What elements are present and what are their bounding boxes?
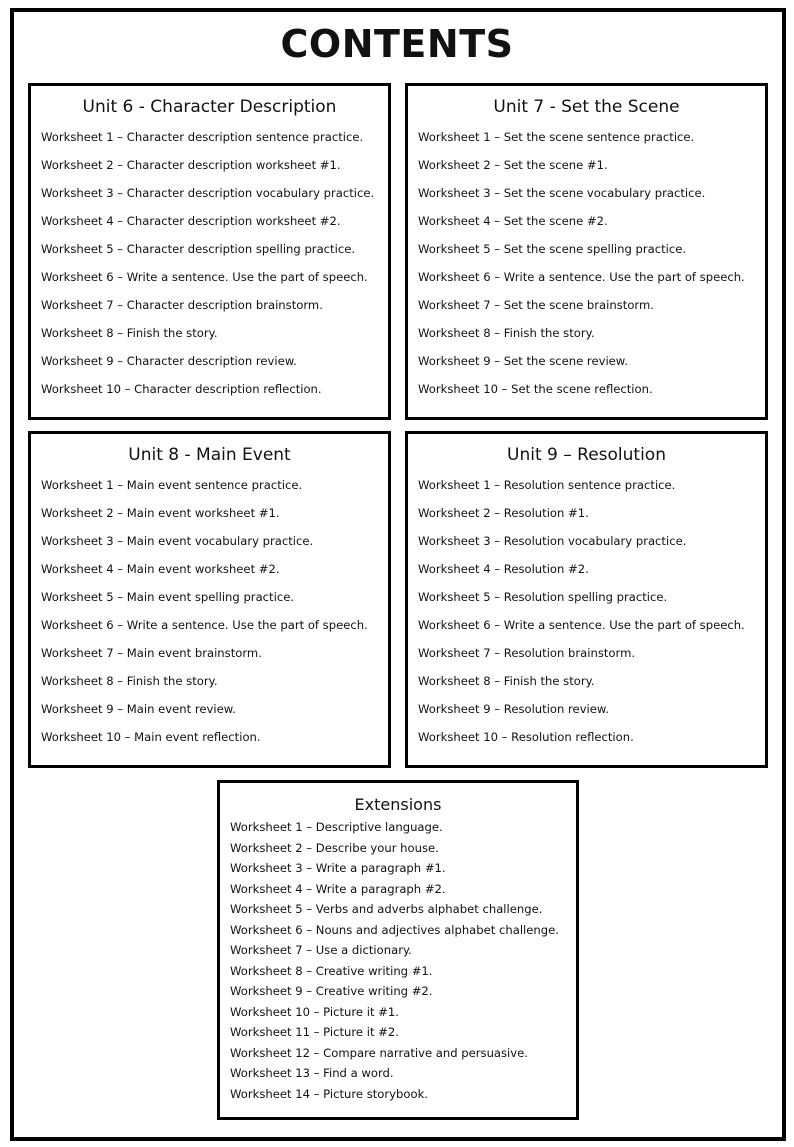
list-item: Worksheet 9 – Resolution review. — [418, 702, 610, 716]
unit-heading: Unit 6 - Character Description — [82, 97, 337, 117]
worksheet-list: Worksheet 1 – Character description sent… — [31, 130, 388, 410]
unit-8-box: Unit 8 - Main Event Worksheet 1 – Main e… — [28, 431, 391, 768]
list-item: Worksheet 8 – Finish the story. — [41, 674, 218, 688]
list-item: Worksheet 4 – Character description work… — [41, 214, 341, 228]
list-item: Worksheet 6 – Write a sentence. Use the … — [418, 618, 745, 632]
list-item: Worksheet 3 – Set the scene vocabulary p… — [418, 186, 706, 200]
list-item: Worksheet 4 – Resolution #2. — [418, 562, 589, 576]
list-item: Worksheet 9 – Creative writing #2. — [230, 984, 433, 998]
list-item: Worksheet 6 – Write a sentence. Use the … — [41, 270, 368, 284]
list-item: Worksheet 7 – Character description brai… — [41, 298, 323, 312]
list-item: Worksheet 4 – Main event worksheet #2. — [41, 562, 280, 576]
list-item: Worksheet 2 – Main event worksheet #1. — [41, 506, 280, 520]
list-item: Worksheet 4 – Set the scene #2. — [418, 214, 608, 228]
list-item: Worksheet 12 – Compare narrative and per… — [230, 1045, 528, 1060]
list-item: Worksheet 4 – Write a paragraph #2. — [230, 881, 446, 896]
list-item: Worksheet 3 – Write a paragraph #1. — [230, 861, 446, 875]
worksheet-list: Worksheet 1 – Main event sentence practi… — [31, 478, 388, 758]
list-item: Worksheet 2 – Describe your house. — [230, 840, 439, 855]
list-item: Worksheet 7 – Set the scene brainstorm. — [418, 298, 654, 312]
list-item: Worksheet 7 – Use a dictionary. — [230, 943, 412, 957]
list-item: Worksheet 2 – Resolution #1. — [418, 506, 589, 520]
list-item: Worksheet 9 – Set the scene review. — [418, 354, 628, 368]
unit-7-box: Unit 7 - Set the Scene Worksheet 1 – Set… — [405, 83, 768, 420]
list-item: Worksheet 11 – Picture it #2. — [230, 1025, 399, 1039]
list-item: Worksheet 10 – Character description ref… — [41, 382, 322, 396]
list-item: Worksheet 6 – Write a sentence. Use the … — [418, 270, 745, 284]
page-border — [10, 8, 786, 1141]
list-item: Worksheet 13 – Find a word. — [230, 1066, 394, 1080]
list-item: Worksheet 7 – Main event brainstorm. — [41, 646, 262, 660]
list-item: Worksheet 5 – Main event spelling practi… — [41, 590, 295, 604]
list-item: Worksheet 1 – Resolution sentence practi… — [418, 478, 676, 492]
list-item: Worksheet 5 – Verbs and adverbs alphabet… — [230, 902, 543, 916]
worksheet-list: Worksheet 1 – Resolution sentence practi… — [408, 478, 765, 758]
list-item: Worksheet 6 – Nouns and adjectives alpha… — [230, 922, 559, 937]
list-item: Worksheet 3 – Resolution vocabulary prac… — [418, 534, 687, 548]
list-item: Worksheet 2 – Set the scene #1. — [418, 158, 608, 172]
list-item: Worksheet 2 – Character description work… — [41, 158, 341, 172]
list-item: Worksheet 5 – Set the scene spelling pra… — [418, 242, 687, 256]
list-item: Worksheet 7 – Resolution brainstorm. — [418, 646, 636, 660]
list-item: Worksheet 9 – Character description revi… — [41, 354, 297, 368]
unit-heading: Unit 9 – Resolution — [507, 445, 666, 465]
list-item: Worksheet 10 – Set the scene reflection. — [418, 382, 653, 396]
list-item: Worksheet 5 – Resolution spelling practi… — [418, 590, 668, 604]
list-item: Worksheet 3 – Character description voca… — [41, 186, 375, 200]
list-item: Worksheet 1 – Character description sent… — [41, 130, 364, 144]
list-item: Worksheet 10 – Picture it #1. — [230, 1004, 399, 1019]
unit-heading: Unit 7 - Set the Scene — [493, 97, 680, 117]
list-item: Worksheet 9 – Main event review. — [41, 702, 236, 716]
list-item: Worksheet 14 – Picture storybook. — [230, 1086, 428, 1101]
extensions-box: Extensions Worksheet 1 – Descriptive lan… — [217, 780, 579, 1120]
list-item: Worksheet 1 – Descriptive language. — [230, 820, 443, 834]
list-item: Worksheet 10 – Main event reflection. — [41, 730, 261, 744]
unit-6-box: Unit 6 - Character Description Worksheet… — [28, 83, 391, 420]
unit-heading: Unit 8 - Main Event — [128, 445, 291, 465]
list-item: Worksheet 1 – Set the scene sentence pra… — [418, 130, 695, 144]
worksheet-list: Worksheet 1 – Descriptive language. Work… — [220, 820, 576, 1107]
worksheet-list: Worksheet 1 – Set the scene sentence pra… — [408, 130, 765, 410]
unit-9-box: Unit 9 – Resolution Worksheet 1 – Resolu… — [405, 431, 768, 768]
list-item: Worksheet 8 – Finish the story. — [418, 674, 595, 688]
list-item: Worksheet 8 – Finish the story. — [41, 326, 218, 340]
list-item: Worksheet 10 – Resolution reflection. — [418, 730, 634, 744]
list-item: Worksheet 5 – Character description spel… — [41, 242, 356, 256]
list-item: Worksheet 1 – Main event sentence practi… — [41, 478, 303, 492]
list-item: Worksheet 8 – Creative writing #1. — [230, 963, 433, 978]
list-item: Worksheet 3 – Main event vocabulary prac… — [41, 534, 314, 548]
list-item: Worksheet 8 – Finish the story. — [418, 326, 595, 340]
page-title: CONTENTS — [280, 22, 514, 66]
list-item: Worksheet 6 – Write a sentence. Use the … — [41, 618, 368, 632]
extensions-heading: Extensions — [354, 795, 442, 814]
